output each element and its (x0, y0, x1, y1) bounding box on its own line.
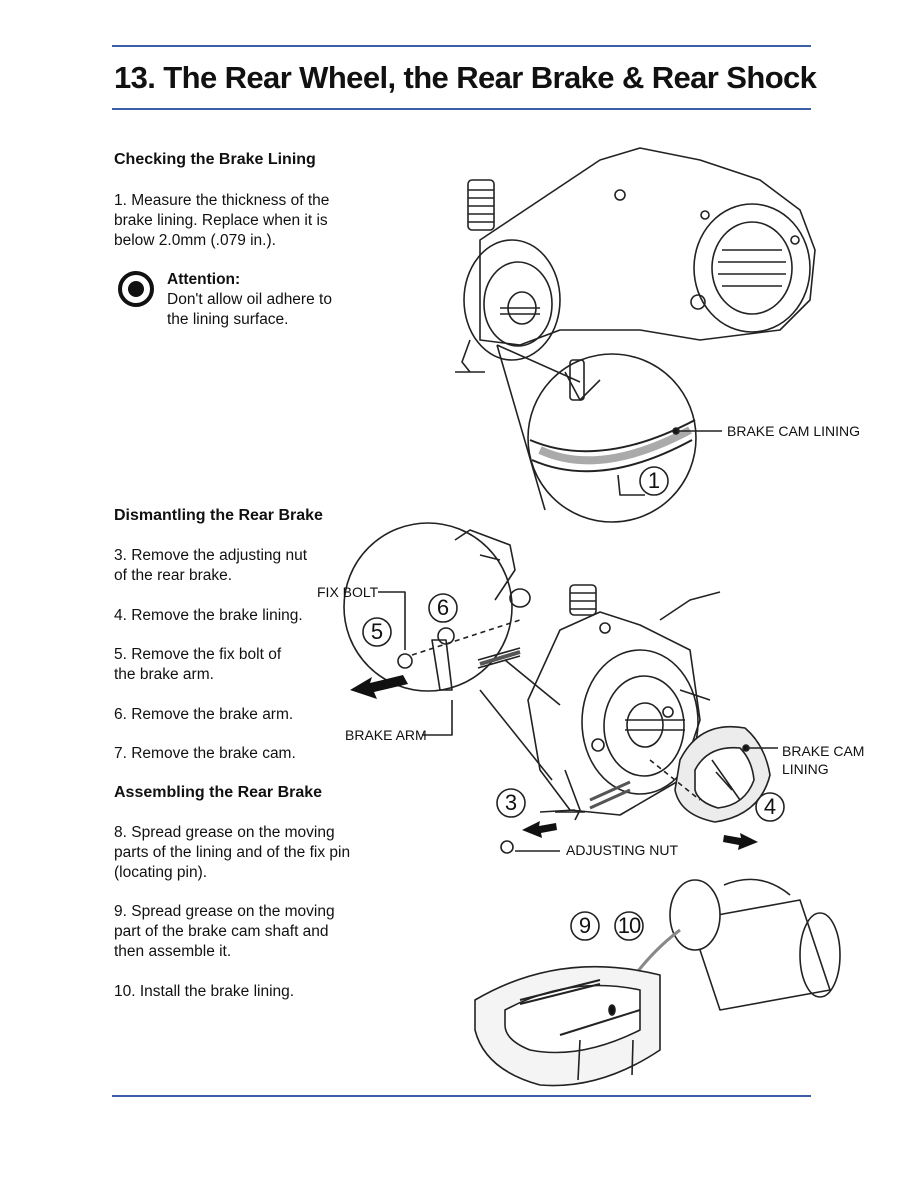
label-brake-cam: BRAKE CAM (782, 743, 865, 759)
attention-title: Attention: (167, 271, 241, 288)
step-9-line-3: then assemble it. (114, 943, 232, 960)
label-brake-cam-lining-top: BRAKE CAM LINING (727, 423, 861, 439)
engine-illustration (455, 147, 816, 373)
callout-4: 4 (763, 794, 777, 819)
callout-3-circle (496, 788, 526, 818)
callout-10: 10 (617, 913, 641, 938)
callout-10-circle (614, 911, 644, 941)
callout-6: 6 (436, 595, 450, 620)
zoom-circle-lining (527, 353, 697, 523)
label-lining: LINING (782, 761, 829, 777)
section-heading-checking: Checking the Brake Lining (114, 151, 316, 168)
section-heading-dismantling: Dismantling the Rear Brake (114, 507, 323, 524)
step-6: 6. Remove the brake arm. (114, 706, 294, 723)
attention-target-icon (118, 271, 154, 307)
grease-illustration (474, 878, 841, 1087)
label-fix-bolt: FIX BOLT (317, 584, 379, 600)
callout-4-circle (755, 792, 785, 822)
step-1-line-3: below 2.0mm (.079 in.). (114, 232, 276, 249)
step-8-line-2: parts of the lining and of the fix pin (114, 844, 351, 861)
step-7: 7. Remove the brake cam. (114, 745, 296, 762)
label-adjusting-nut: ADJUSTING NUT (566, 842, 678, 858)
brake-assembly-illustration (527, 584, 778, 823)
step-5-line-1: 5. Remove the fix bolt of (114, 646, 282, 663)
callout-1: 1 (647, 468, 661, 493)
section-heading-assembling: Assembling the Rear Brake (114, 784, 323, 801)
callout-9-circle (570, 911, 600, 941)
callout-3: 3 (504, 790, 518, 815)
step-1-line-2: brake lining. Replace when it is (114, 212, 328, 229)
step-1-line-1: 1. Measure the thickness of the (114, 192, 330, 209)
callout-6-circle (428, 593, 458, 623)
arrow-right-small-icon (723, 833, 758, 850)
step-9-line-1: 9. Spread grease on the moving (114, 903, 335, 920)
step-8-line-3: (locating pin). (114, 864, 208, 881)
step-8-line-1: 8. Spread grease on the moving (114, 824, 335, 841)
attention-text-line-1: Don't allow oil adhere to (167, 291, 332, 308)
callout-9: 9 (578, 913, 592, 938)
label-brake-arm: BRAKE ARM (345, 727, 427, 743)
zoom-circle-arm (343, 522, 513, 692)
step-4: 4. Remove the brake lining. (114, 607, 303, 624)
step-5-line-2: the brake arm. (114, 666, 214, 683)
top-rule (112, 45, 811, 47)
step-3-line-1: 3. Remove the adjusting nut (114, 547, 308, 564)
arrow-left-small-icon (522, 821, 557, 838)
callout-1-circle (639, 466, 669, 496)
bottom-rule (112, 1095, 811, 1097)
callout-5-circle (362, 617, 392, 647)
title-rule (112, 108, 811, 110)
arrow-left-icon (350, 675, 408, 699)
callout-5: 5 (370, 619, 384, 644)
step-3-line-2: of the rear brake. (114, 567, 233, 584)
page-title: 13. The Rear Wheel, the Rear Brake & Rea… (114, 60, 817, 95)
step-9-line-2: part of the brake cam shaft and (114, 923, 329, 940)
attention-text-line-2: the lining surface. (167, 311, 289, 328)
step-10: 10. Install the brake lining. (114, 983, 295, 1000)
